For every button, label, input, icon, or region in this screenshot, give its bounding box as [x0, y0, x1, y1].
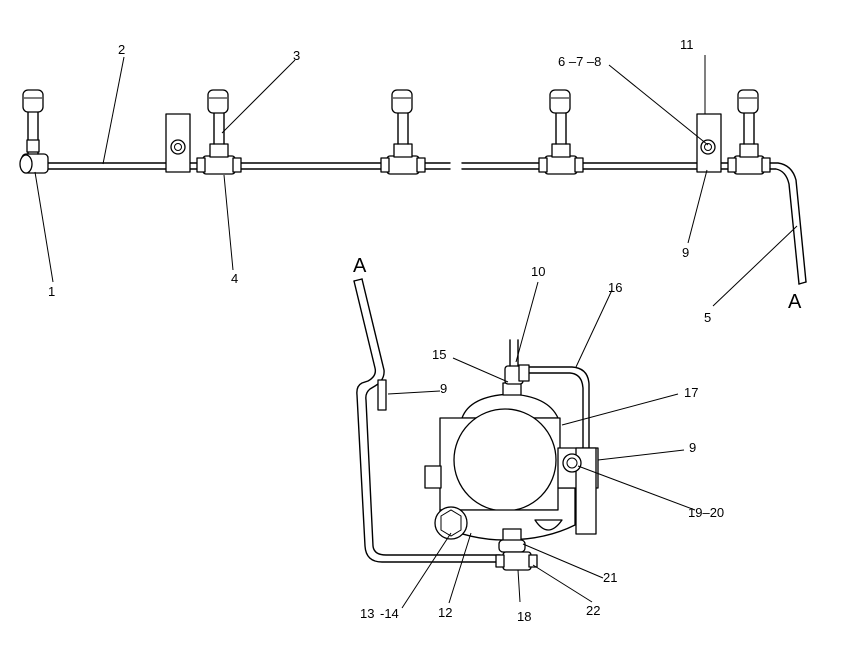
- label-21: 21: [603, 570, 617, 585]
- label-1: 1: [48, 284, 55, 299]
- leader-lines: [34, 55, 798, 609]
- clamp-block-11: [696, 113, 722, 173]
- label-2: 2: [118, 42, 125, 57]
- label-19-20: 19–20: [688, 505, 724, 520]
- clamp-block-left: [165, 113, 191, 173]
- label-12: 12: [438, 605, 452, 620]
- tee-fitting-right-2: [727, 89, 771, 175]
- label-10: 10: [531, 264, 545, 279]
- label-17: 17: [684, 385, 698, 400]
- right-manifold: [461, 89, 807, 285]
- tee-fitting-4: [196, 89, 242, 175]
- tee-fitting-right-1: [538, 89, 584, 175]
- label-4: 4: [231, 271, 238, 286]
- label-16: 16: [608, 280, 622, 295]
- label-9-left: 9: [440, 381, 447, 396]
- label-18: 18: [517, 609, 531, 624]
- label-15: 15: [432, 347, 446, 362]
- label-11: 11: [680, 37, 694, 52]
- label-14: -14: [380, 606, 399, 621]
- pump-assembly: [353, 278, 599, 571]
- label-3: 3: [293, 48, 300, 63]
- label-9-right: 9: [689, 440, 696, 455]
- elbow-fitting-1: [19, 89, 49, 174]
- tee-fitting-left-end: [380, 89, 426, 175]
- label-22: 22: [586, 603, 600, 618]
- label-6-7-8: 6 –7 –8: [558, 54, 601, 69]
- left-manifold: [19, 89, 451, 175]
- callout-labels: 2 3 1 4 6 –7 –8 11 9 5 A A 10 16 15 9 17…: [48, 37, 802, 624]
- label-13: 13: [360, 606, 374, 621]
- label-A-right: A: [788, 291, 802, 313]
- label-9-top: 9: [682, 245, 689, 260]
- label-A-left: A: [353, 255, 367, 277]
- label-5: 5: [704, 310, 711, 325]
